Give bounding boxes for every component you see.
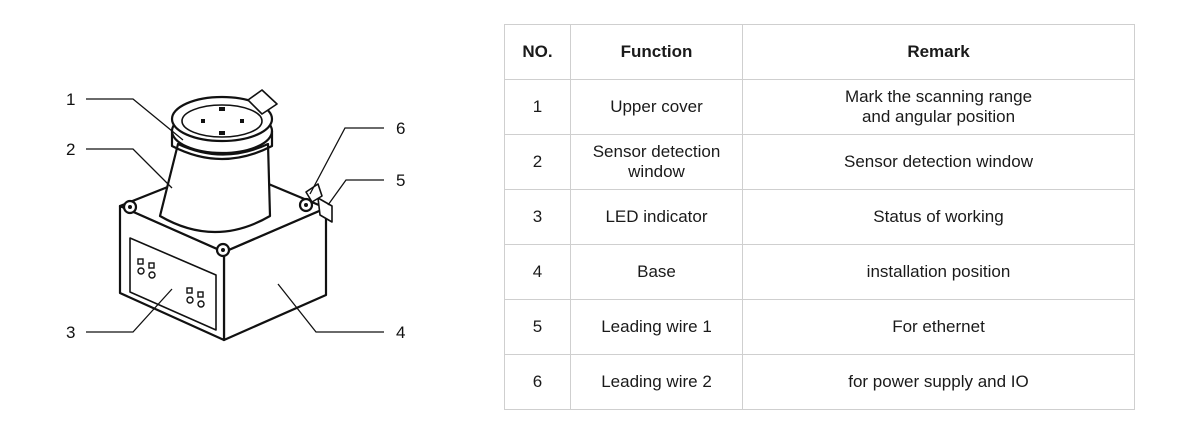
cover-mark xyxy=(201,119,205,123)
cell-no: 5 xyxy=(504,299,571,355)
cell-function: LED indicator xyxy=(570,189,743,245)
table-row: 2 Sensor detection window Sensor detecti… xyxy=(504,134,1135,190)
cell-function: Base xyxy=(570,244,743,300)
callout-4: 4 xyxy=(396,323,405,342)
led-indicator-icon xyxy=(197,300,205,308)
upper-cover-tab xyxy=(247,89,278,115)
led-indicator-icon xyxy=(148,262,155,269)
upper-cover-side xyxy=(170,131,274,160)
led-indicator-icon xyxy=(137,267,145,275)
cell-function: Leading wire 2 xyxy=(570,354,743,410)
callout-3: 3 xyxy=(66,323,75,342)
lidar-sensor-diagram: 1 2 3 4 5 6 xyxy=(66,89,405,342)
leader-line-1 xyxy=(86,98,184,141)
leader-line-3 xyxy=(86,288,173,333)
cell-remark: Sensor detection window xyxy=(742,134,1135,190)
cell-remark: installation position xyxy=(742,244,1135,300)
led-indicator-icon xyxy=(186,287,193,294)
screw-center-dot xyxy=(128,205,132,209)
cell-function: Leading wire 1 xyxy=(570,299,743,355)
table-row: 1 Upper cover Mark the scanning range an… xyxy=(504,79,1135,135)
cell-no: 3 xyxy=(504,189,571,245)
cell-no: 1 xyxy=(504,79,571,135)
cell-remark: Status of working xyxy=(742,189,1135,245)
callout-6: 6 xyxy=(396,119,405,138)
cone-window xyxy=(158,142,272,234)
cover-mark xyxy=(219,107,225,111)
cell-no: 2 xyxy=(504,134,571,190)
table-row: 3 LED indicator Status of working xyxy=(504,189,1135,245)
cell-function: Sensor detection window xyxy=(570,134,743,190)
header-remark: Remark xyxy=(742,24,1135,80)
header-function: Function xyxy=(570,24,743,80)
cell-remark: For ethernet xyxy=(742,299,1135,355)
table-row: 5 Leading wire 1 For ethernet xyxy=(504,299,1135,355)
cell-remark: Mark the scanning range and angular posi… xyxy=(742,79,1135,135)
callout-1: 1 xyxy=(66,90,75,109)
cell-function: Upper cover xyxy=(570,79,743,135)
led-panel xyxy=(129,237,217,331)
header-no: NO. xyxy=(504,24,571,80)
leader-line-4 xyxy=(277,283,384,333)
screw-center-dot xyxy=(221,248,225,252)
table-row: 4 Base installation position xyxy=(504,244,1135,300)
led-indicator-icon xyxy=(148,271,156,279)
upper-cover-inner xyxy=(181,104,263,138)
cell-remark: for power supply and IO xyxy=(742,354,1135,410)
cover-mark xyxy=(240,119,244,123)
led-indicator-icon xyxy=(137,258,144,265)
callout-5: 5 xyxy=(396,171,405,190)
leader-line-2 xyxy=(86,148,173,189)
cover-mark xyxy=(219,131,225,135)
function-table: NO. Function Remark 1 Upper cover Mark t… xyxy=(504,24,1135,410)
leader-line-5 xyxy=(327,179,384,206)
cell-no: 4 xyxy=(504,244,571,300)
led-indicator-icon xyxy=(197,291,204,298)
leader-line-6 xyxy=(309,127,384,195)
cell-no: 6 xyxy=(504,354,571,410)
table-row: 6 Leading wire 2 for power supply and IO xyxy=(504,354,1135,410)
led-indicator-icon xyxy=(186,296,194,304)
table-header-row: NO. Function Remark xyxy=(504,24,1135,80)
callout-2: 2 xyxy=(66,140,75,159)
screw-center-dot xyxy=(304,203,308,207)
